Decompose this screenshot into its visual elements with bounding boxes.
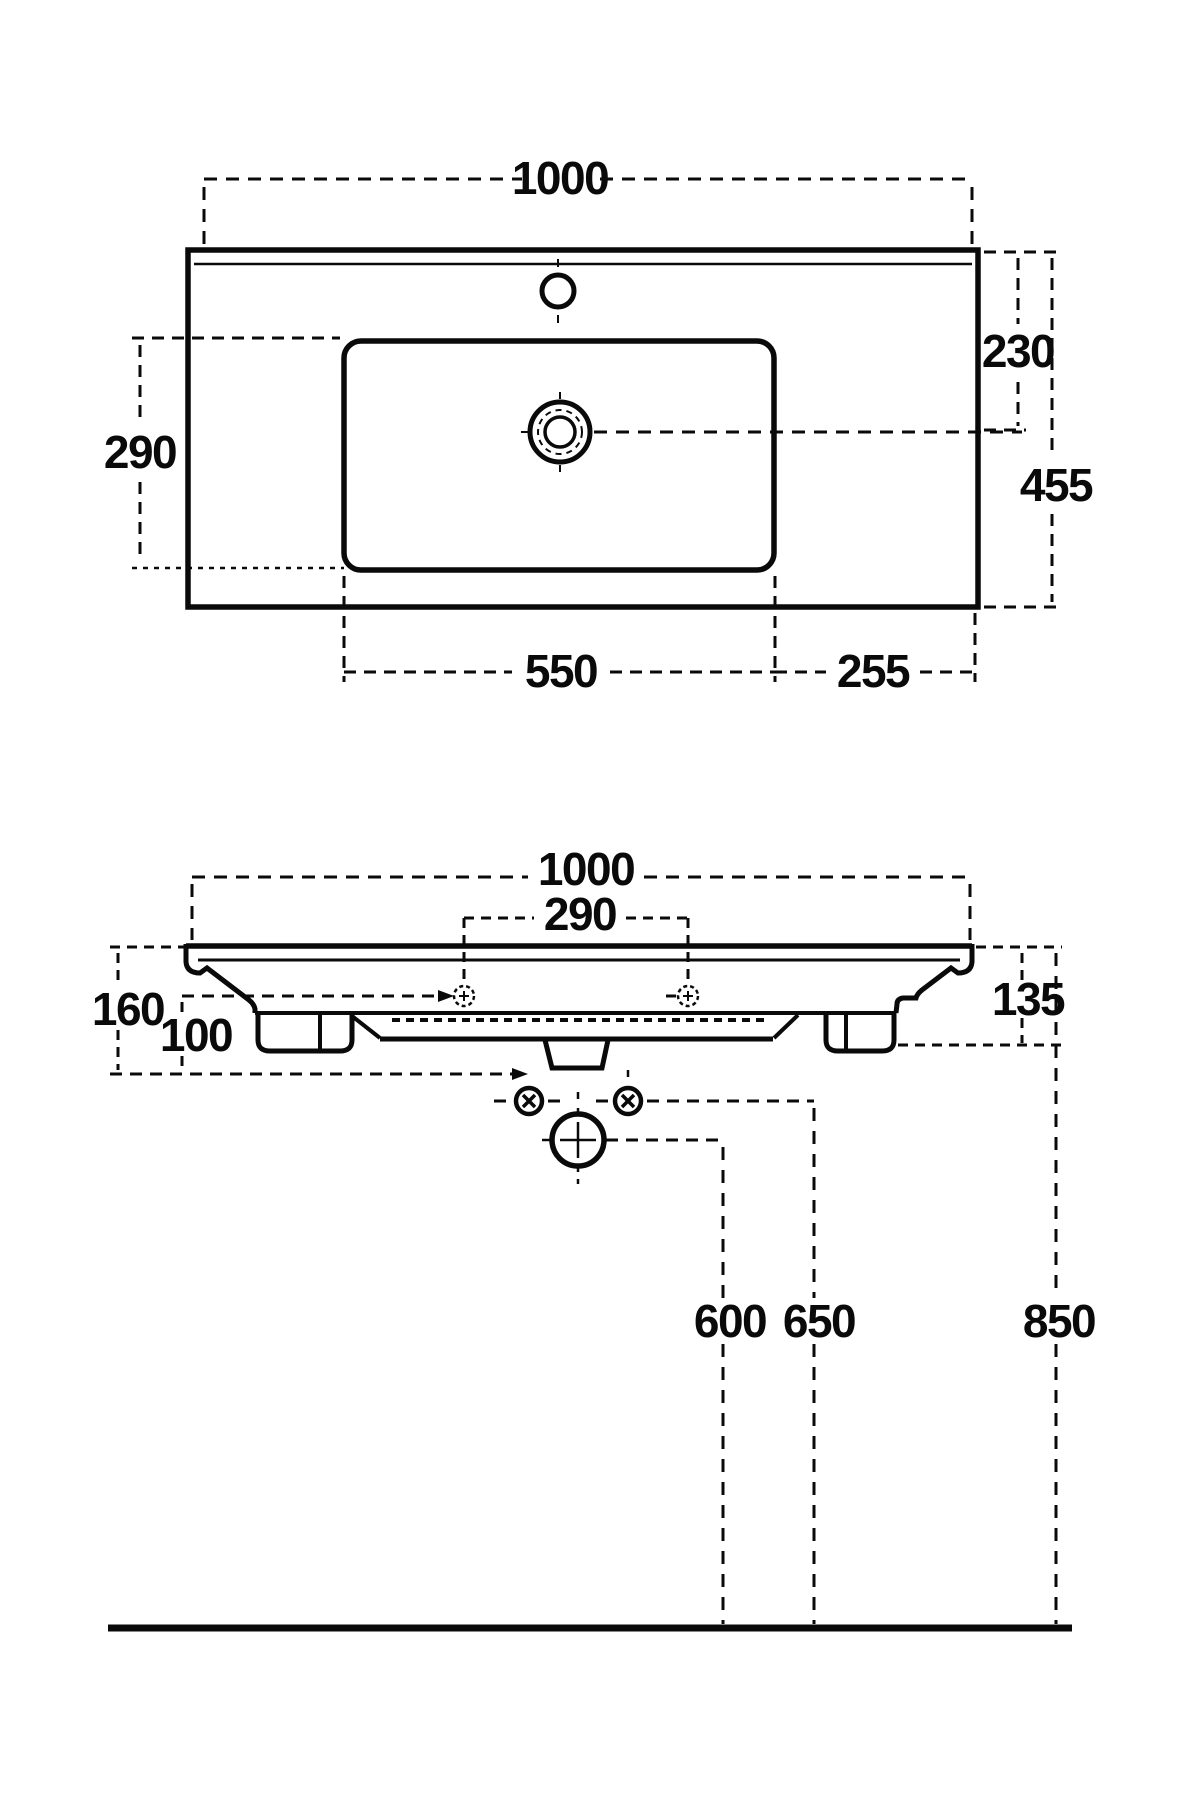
front-right-profile [893,944,975,1014]
front-fixing-centerline-arrow [438,990,454,1002]
front-view: 1000 290 160 100 135 600 650 850 [92,843,1097,1632]
front-dim-160 [110,945,184,1070]
front-fixing-hole-right [676,984,700,1008]
dim-label-front-135: 135 [992,973,1065,1025]
dim-label-plan-right-deck: 255 [837,645,910,697]
front-screw-centerlines [494,1070,814,1103]
plan-dim-290 [132,336,344,570]
dim-label-plan-width: 1000 [512,152,608,204]
front-right-foot [772,1013,897,1054]
dim-label-front-width: 1000 [538,843,634,895]
dim-label-front-100: 100 [160,1009,232,1061]
front-fixing-hole-left [452,984,476,1008]
front-dim-290 [462,916,690,983]
dim-label-front-850: 850 [1023,1295,1095,1347]
dim-label-front-650: 650 [783,1295,855,1347]
plan-dim-455 [984,258,1062,609]
front-screw-right [612,1085,644,1117]
dim-label-front-600: 600 [694,1295,766,1347]
front-dim-heights [721,953,1058,1624]
front-left-profile [183,944,258,1013]
plan-view: 1000 230 455 290 550 255 [104,152,1095,697]
plan-drain [521,392,593,472]
dim-label-plan-bowl-depth: 290 [104,426,176,478]
front-waste-cup [542,1039,611,1071]
front-dim-bottom-arrow [512,1068,528,1080]
dim-label-front-hole-spacing: 290 [544,888,616,940]
front-dim-1000 [190,875,972,940]
plan-dim-550-255 [342,576,977,682]
dim-label-plan-drain-from-back: 230 [982,325,1054,377]
front-drain-outlet [542,1108,607,1184]
front-dim-135 [898,945,1062,1047]
dim-label-plan-bowl-width: 550 [525,645,597,697]
plan-faucet-hole [539,272,577,310]
dim-label-plan-depth: 455 [1020,459,1093,511]
plan-dim-230 [984,250,1062,432]
front-screw-left [513,1085,545,1117]
front-left-foot [255,1013,382,1054]
dim-label-front-160: 160 [92,983,164,1035]
plan-dim-1000 [202,177,974,247]
plan-deck-outline [185,247,981,610]
plan-bowl-outline [341,338,777,573]
